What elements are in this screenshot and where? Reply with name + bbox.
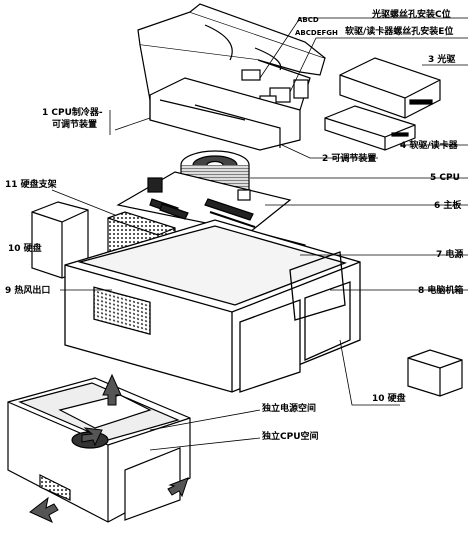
label-abcdefgh: ABCDEFGH xyxy=(295,29,338,37)
motherboard xyxy=(116,171,292,233)
assembled-case-inset xyxy=(7,377,191,523)
label-cpu: 5 CPU xyxy=(430,173,460,183)
label-psu-space: 独立电源空间 xyxy=(262,404,317,414)
label-cpu-space: 独立CPU空间 xyxy=(262,432,319,442)
hard-drive-right xyxy=(407,349,463,397)
label-floppy-drive: 4 软驱/读卡器 xyxy=(400,141,458,151)
label-psu: 7 电源 xyxy=(436,250,464,260)
label-optical-drive: 3 光驱 xyxy=(428,55,456,65)
optical-drive xyxy=(339,57,441,119)
label-hdd-left: 10 硬盘 xyxy=(8,244,42,254)
label-hdd-bracket: 11 硬盘支架 xyxy=(5,180,57,190)
floppy-drive xyxy=(324,105,416,151)
label-vent: 9 热风出口 xyxy=(5,286,51,296)
label-case: 8 电脑机箱 xyxy=(418,286,464,296)
label-abcd: ABCD xyxy=(297,16,319,24)
label-hdd-right: 10 硬盘 xyxy=(372,394,406,404)
label-cpu-cooler-line2: 可调节装置 xyxy=(52,120,98,130)
computer-case xyxy=(64,219,361,393)
leader-lines xyxy=(51,17,468,451)
label-motherboard: 6 主板 xyxy=(434,201,462,211)
label-adjustable: 2 可调节装置 xyxy=(322,154,377,164)
label-floppy-e-slot: 软驱/读卡器螺丝孔安装E位 xyxy=(345,27,454,37)
hard-drive-left xyxy=(31,201,89,279)
label-cpu-cooler-line1: 1 CPU制冷器- xyxy=(42,108,103,118)
adjustable-bracket xyxy=(149,77,301,151)
label-cd-c-slot: 光驱螺丝孔安装C位 xyxy=(372,10,451,20)
airflow-arrows xyxy=(29,373,189,523)
